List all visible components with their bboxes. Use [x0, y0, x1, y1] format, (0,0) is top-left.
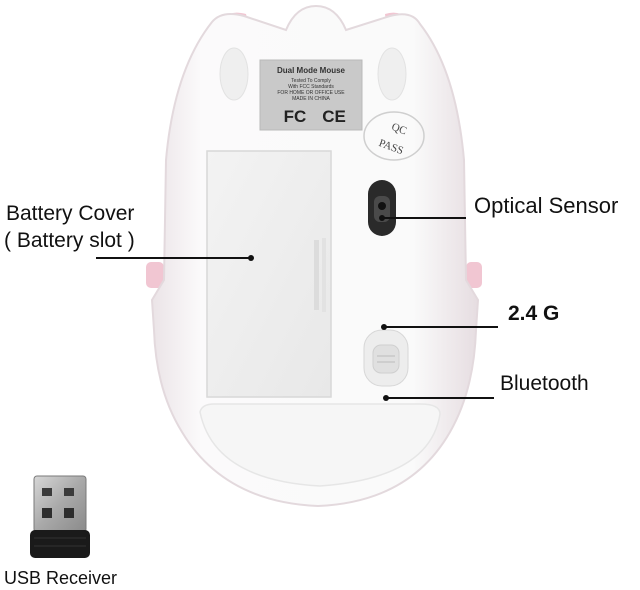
sticker-line-3: FOR HOME OR OFFICE USE: [277, 90, 345, 96]
qc-text: QC: [390, 121, 408, 138]
mode-24g-leader-dot: [381, 324, 387, 330]
sticker-line-1: Tested To Comply: [291, 78, 331, 84]
mode-24g-leader-line: [384, 326, 498, 328]
sticker-line-4: MADE IN CHINA: [292, 96, 330, 102]
battery-cover-label: Battery Cover: [6, 202, 135, 225]
product-sticker: Dual Mode Mouse Tested To Comply With FC…: [259, 59, 363, 131]
mode-24g-label: 2.4 G: [508, 302, 560, 325]
bluetooth-label: Bluetooth: [500, 372, 589, 395]
sticker-title: Dual Mode Mouse: [277, 66, 346, 75]
glide-pad: [199, 403, 441, 487]
bluetooth-leader-line: [386, 397, 494, 399]
optical-sensor-label: Optical Sensor: [474, 193, 619, 218]
left-grip-pad: [219, 47, 249, 101]
ce-mark: CE: [322, 107, 346, 126]
optical-sensor-leader-line: [382, 217, 466, 219]
mode-switch: [363, 329, 409, 387]
battery-cover: [206, 150, 332, 398]
battery-slot-label: ( Battery slot ): [4, 229, 135, 252]
bluetooth-leader-dot: [383, 395, 389, 401]
optical-sensor-leader-dot: [379, 215, 385, 221]
right-grip-pad: [377, 47, 407, 101]
battery-cover-leader-dot: [248, 255, 254, 261]
sticker-line-2: With FCC Standards: [288, 84, 334, 90]
optical-sensor: [368, 180, 396, 236]
fcc-mark: FC: [284, 107, 307, 126]
battery-cover-leader-line: [96, 257, 252, 259]
usb-receiver: [30, 475, 90, 558]
usb-receiver-label: USB Receiver: [4, 568, 118, 588]
